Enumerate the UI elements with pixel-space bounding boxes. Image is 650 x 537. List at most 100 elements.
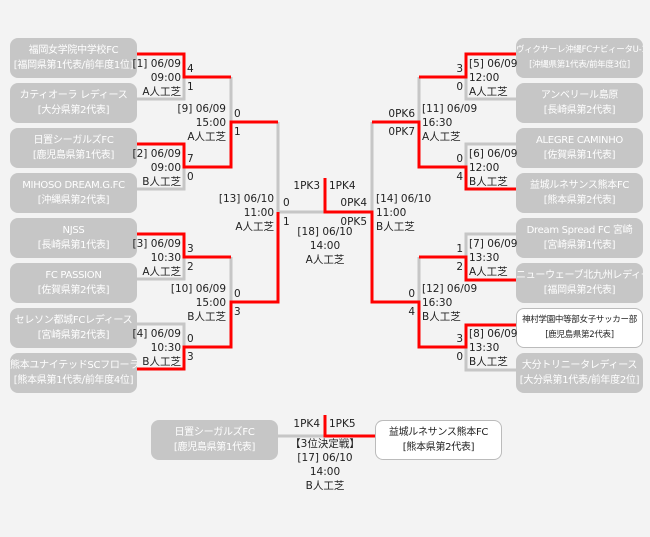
match-field: A人工芝 [422,131,461,143]
team-name: 益城ルネサンス熊本FC [529,180,630,191]
score: 3 [234,306,241,318]
match-time: 15:00 [195,117,226,129]
bracket-line [464,142,516,167]
match-date: [17] 06/10 [297,452,353,464]
team-name: Dream Spread FC 宮崎 [526,225,633,236]
bracket-line [419,52,516,79]
team-sub: [佐賀県第1代表] [543,150,616,161]
score: 0 [456,351,463,363]
score: 3 [456,333,463,345]
score: 0PK6 [388,108,415,120]
bracket-line [464,77,516,101]
match-field: B人工芝 [305,480,345,492]
team-name: ヴィクサーレ沖縄FCナビィータU-15 [516,45,643,55]
third-place-team-left[interactable]: 日置シーガルズFC[鹿児島県第1代表] [151,420,278,460]
team-name: NJSS [62,225,85,236]
bracket-line [137,322,186,347]
match-date: [8] 06/09 [469,328,518,340]
team-box[interactable]: セレソン都城FCレディース[宮崎県第2代表] [10,308,137,348]
match-time: 13:30 [469,252,500,264]
team-box[interactable]: ヴィクサーレ沖縄FCナビィータU-15 [沖縄県第1代表/前年度3位] [516,38,643,78]
team-box[interactable]: MIHOSO DREAM.G.FC[沖縄県第2代表] [10,173,137,213]
third-score-right: 1PK5 [329,418,356,430]
match-date: [12] 06/09 [422,283,478,295]
match-time: 14:00 [309,240,341,252]
bracket-line [419,255,516,282]
team-box[interactable]: Dream Spread FC 宮崎 [宮崎県第1代表] [516,218,643,258]
bracket-line [137,120,278,169]
team-box-highlighted[interactable]: 神村学園中等部女子サッカー部 [鹿児島県第2代表] [516,308,643,348]
team-box[interactable]: 益城ルネサンス熊本FC[熊本県第2代表] [516,173,643,213]
team-box[interactable]: NJSS[長崎県第1代表] [10,218,137,258]
match-date: [7] 06/09 [469,238,518,250]
team-name: ニューウェーブ北九州レディース [516,270,643,281]
bracket-line [137,212,280,371]
match-field: B人工芝 [469,176,508,188]
third-place-team-right[interactable]: 益城ルネサンス熊本FC[熊本県第2代表] [375,420,502,460]
match-time: 15:00 [195,297,226,309]
team-sub: [宮崎県第1代表] [543,240,616,251]
match-time: 16:30 [422,117,453,129]
team-box[interactable]: ALEGRE CAMINHO[佐賀県第1代表] [516,128,643,168]
score: 0PK4 [340,197,367,209]
team-sub: [熊本県第1代表/前年度4位] [13,375,134,386]
match-field: A人工芝 [305,254,345,266]
match-time: 12:00 [469,72,500,84]
team-sub: [鹿児島県第2代表] [545,330,614,340]
team-sub: [沖縄県第1代表/前年度3位] [529,60,630,70]
final-score-left: 1PK3 [293,180,320,192]
match-time: 12:00 [469,162,500,174]
team-sub: [沖縄県第2代表] [37,195,110,206]
score: 4 [408,306,415,318]
team-box[interactable]: FC PASSION [佐賀県第2代表] [10,263,137,303]
team-box[interactable]: 熊本ユナイテッドSCフローラ[熊本県第1代表/前年度4位] [10,353,137,393]
score: 0PK7 [388,126,415,138]
bracket-line [372,120,516,191]
team-sub: [熊本県第2代表] [402,442,475,453]
score: 4 [187,63,194,75]
team-name: 日置シーガルズFC [33,135,114,146]
match-date: [6] 06/09 [469,148,518,160]
score: 0 [456,81,463,93]
score: 1 [187,81,194,93]
third-score-left: 1PK4 [293,418,320,430]
team-sub: [長崎県第2代表] [543,105,616,116]
match-field: B人工芝 [142,176,181,188]
team-box[interactable]: 日置シーガルズFC[鹿児島県第1代表] [10,128,137,168]
match-field: B人工芝 [142,356,181,368]
score: 3 [456,63,463,75]
team-box[interactable]: カティオーラ レディース[大分県第2代表] [10,83,137,123]
team-name: アンベリール島原 [540,90,619,101]
team-name: FC PASSION [45,270,102,281]
score: 0 [187,333,194,345]
team-name: 神村学園中等部女子サッカー部 [522,315,637,325]
score: 3 [187,351,194,363]
third-place-title: 【3位決定戦】 [290,438,360,450]
team-box[interactable]: 福岡女学院中学校FC[福岡県第1代表/前年度1位] [10,38,137,78]
team-box[interactable]: ニューウェーブ北九州レディース [福岡県第2代表] [516,263,643,303]
match-time: 11:00 [376,207,407,219]
bracket-line [464,347,516,372]
score: 7 [187,153,194,165]
bracket-line [137,257,186,281]
bracket-line [137,167,186,191]
team-sub: [福岡県第2代表] [543,285,616,296]
team-box[interactable]: アンベリール島原 [長崎県第2代表] [516,83,643,123]
score: 0 [234,108,241,120]
team-box[interactable]: 大分トリニータレディース[大分県第1代表/前年度2位] [516,353,643,393]
team-sub: [佐賀県第2代表] [37,285,110,296]
match-field: A人工芝 [142,86,181,98]
match-date: [5] 06/09 [469,58,518,70]
match-date: [3] 06/09 [132,238,181,250]
team-name: 福岡女学院中学校FC [28,45,119,56]
team-sub: [鹿児島県第1代表] [173,442,256,453]
match-field: A人工芝 [187,131,226,143]
